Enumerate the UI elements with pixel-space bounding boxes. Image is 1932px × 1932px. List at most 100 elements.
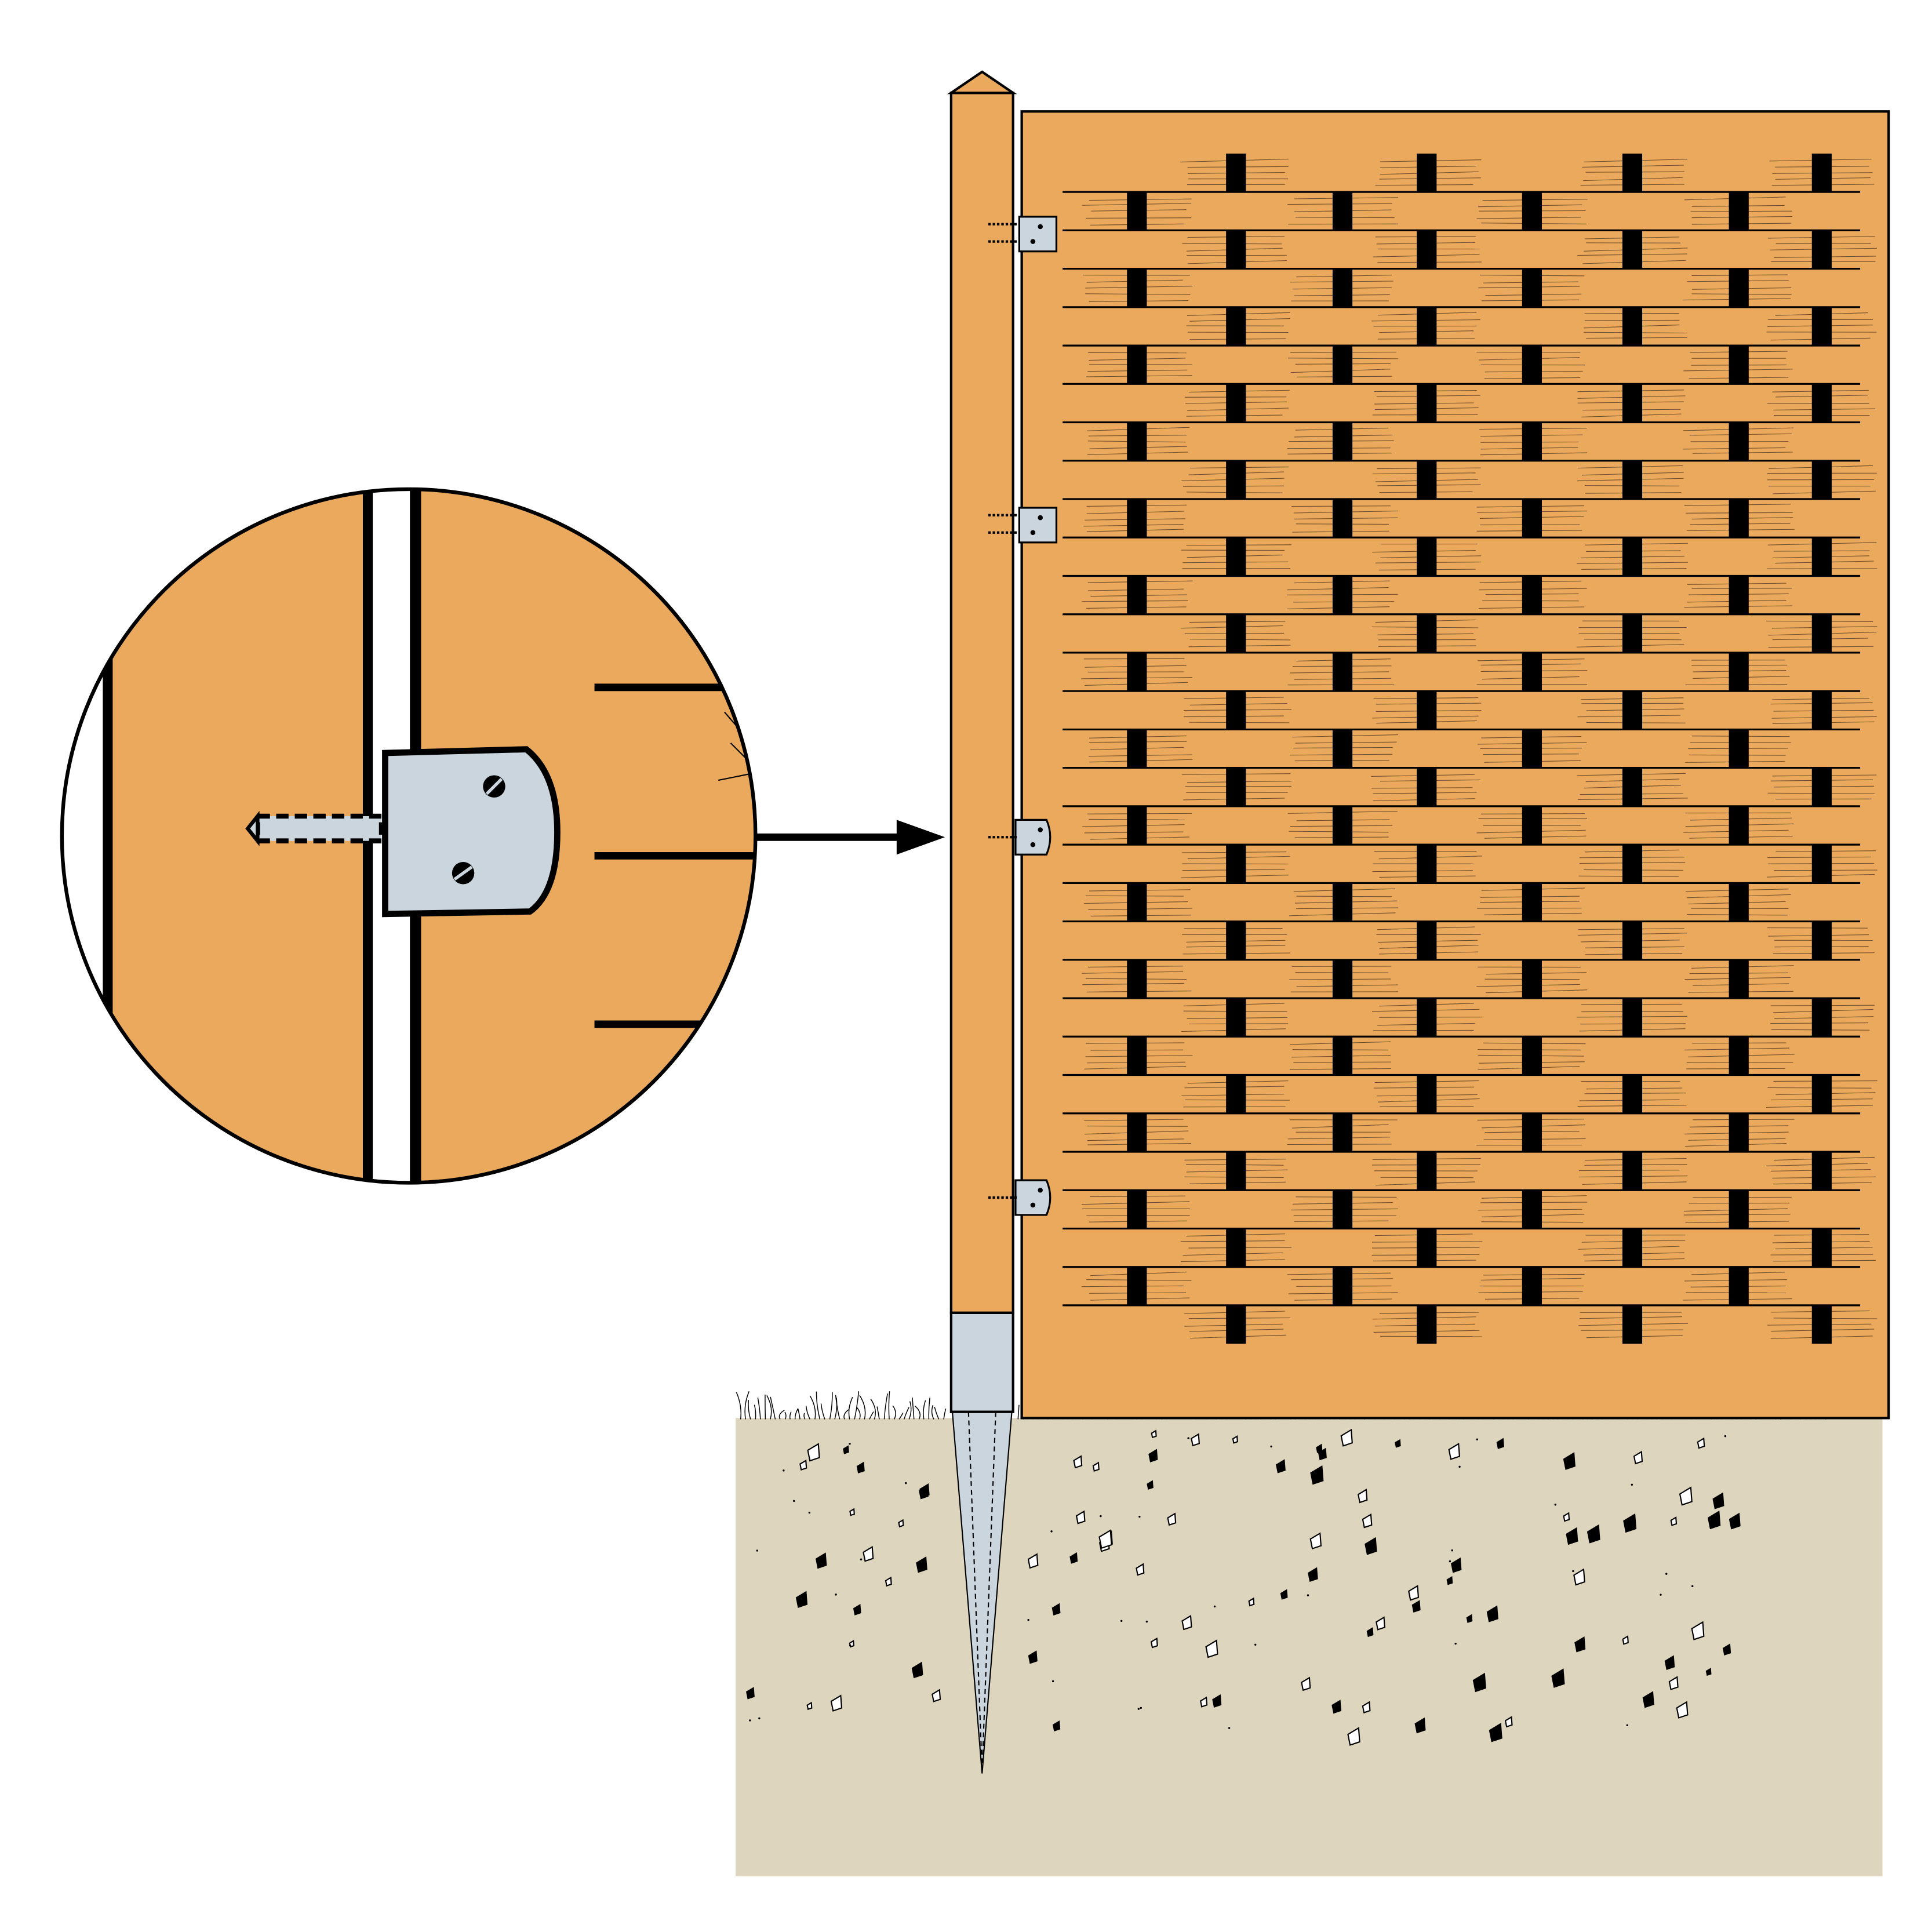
weave-slat: [1478, 1267, 1585, 1305]
stone: [885, 1576, 892, 1587]
weave-slat: [1371, 614, 1479, 653]
weave-slat: [1291, 1190, 1398, 1229]
weave-slat: [1685, 652, 1790, 692]
weave-slat: [1683, 1267, 1792, 1305]
weave-slat: [1376, 921, 1481, 960]
weave-slat: [1375, 153, 1482, 192]
stone: [1092, 1461, 1100, 1472]
stone: [1308, 1567, 1318, 1582]
weave-slat: [1685, 729, 1791, 768]
stone: [1301, 1676, 1311, 1691]
weave-slat: [1767, 460, 1877, 500]
weave-slat: [1476, 345, 1585, 384]
weave-slat: [1577, 384, 1686, 423]
stone: [1075, 1510, 1086, 1525]
stone: [856, 1461, 865, 1473]
stone: [1414, 1717, 1426, 1734]
stone: [1148, 1449, 1158, 1462]
stone: [1563, 1512, 1570, 1522]
weave-slat: [1767, 767, 1877, 806]
weave-slat: [1290, 268, 1393, 307]
weave-slat: [1182, 230, 1287, 269]
soil-stones: [746, 1428, 1741, 1746]
detail-gap-left: [61, 489, 107, 1183]
weave-slat: [1479, 576, 1587, 614]
weave-slat: [1479, 422, 1588, 461]
weave-slat: [1084, 883, 1192, 922]
weave-slat: [1371, 767, 1481, 806]
stone: [1411, 1600, 1421, 1613]
weave-slat: [1287, 652, 1395, 692]
weave-slat: [1578, 845, 1686, 883]
detail-magnifier: [60, 487, 758, 1185]
stone: [1551, 1668, 1565, 1688]
stone: [1504, 1716, 1513, 1728]
stone: [843, 1445, 849, 1454]
weave-slat: [1768, 230, 1877, 269]
stone: [1362, 1701, 1371, 1713]
weave-slat: [1576, 614, 1687, 653]
stone: [1366, 1627, 1374, 1638]
weave-slat: [1082, 806, 1192, 845]
stone: [1365, 1537, 1377, 1555]
weave-slat: [1770, 691, 1877, 730]
weave-slat: [1684, 959, 1794, 999]
weave-slat: [1290, 729, 1398, 768]
stone: [1318, 1447, 1327, 1461]
weave-slat: [1374, 1075, 1480, 1114]
stone: [1150, 1637, 1158, 1649]
weave-slat: [1478, 1190, 1588, 1229]
stone: [1347, 1727, 1360, 1746]
weave-slat: [1767, 537, 1878, 576]
stone: [1664, 1655, 1675, 1670]
stone: [1167, 1512, 1177, 1526]
stone: [1563, 1452, 1576, 1470]
stone: [1362, 1513, 1373, 1529]
weave-slat: [1767, 384, 1875, 423]
stone: [746, 1687, 755, 1700]
stone: [1705, 1668, 1712, 1676]
weave-slat: [1289, 883, 1399, 922]
weave-slat: [1181, 1075, 1290, 1114]
weave-slat: [1180, 1228, 1291, 1267]
stone: [1309, 1532, 1322, 1550]
stone: [1691, 1621, 1705, 1640]
weave-slat: [1683, 806, 1794, 845]
stone: [1357, 1489, 1368, 1504]
weave-slat: [1182, 921, 1290, 960]
weave-slat: [1578, 1151, 1688, 1191]
stone: [916, 1556, 927, 1573]
stone: [1486, 1605, 1498, 1622]
stone: [1028, 1650, 1038, 1664]
stone: [1676, 1701, 1689, 1719]
stone: [1098, 1529, 1112, 1549]
weave-slat: [1372, 384, 1480, 423]
weave-slat: [1089, 729, 1193, 768]
weave-slat: [1476, 1113, 1586, 1152]
stone: [1670, 1516, 1678, 1526]
stone: [1450, 1557, 1462, 1573]
woven-fence-panel: [1020, 110, 1890, 1420]
weave-slat: [1578, 921, 1687, 960]
stone: [1181, 1614, 1192, 1631]
weave-slat: [1683, 1190, 1792, 1229]
weave-slat: [1180, 153, 1289, 192]
stone: [806, 1701, 813, 1711]
weave-slat: [1371, 307, 1480, 346]
weave-slat: [1181, 998, 1288, 1037]
weave-slat: [1686, 883, 1791, 922]
weave-slat: [1371, 998, 1483, 1037]
stone: [1446, 1576, 1453, 1585]
weave-slat: [1083, 268, 1193, 307]
weave-slat: [1770, 998, 1875, 1037]
weave-slat: [1087, 422, 1190, 461]
weave-slat: [1084, 1113, 1191, 1152]
weave-slat: [1083, 499, 1187, 538]
weave-slat: [1288, 345, 1399, 384]
stone: [1232, 1435, 1238, 1444]
stone: [1191, 1433, 1200, 1447]
stone: [1205, 1639, 1218, 1658]
weave-slat: [1372, 537, 1481, 576]
weave-slat: [1766, 614, 1878, 653]
